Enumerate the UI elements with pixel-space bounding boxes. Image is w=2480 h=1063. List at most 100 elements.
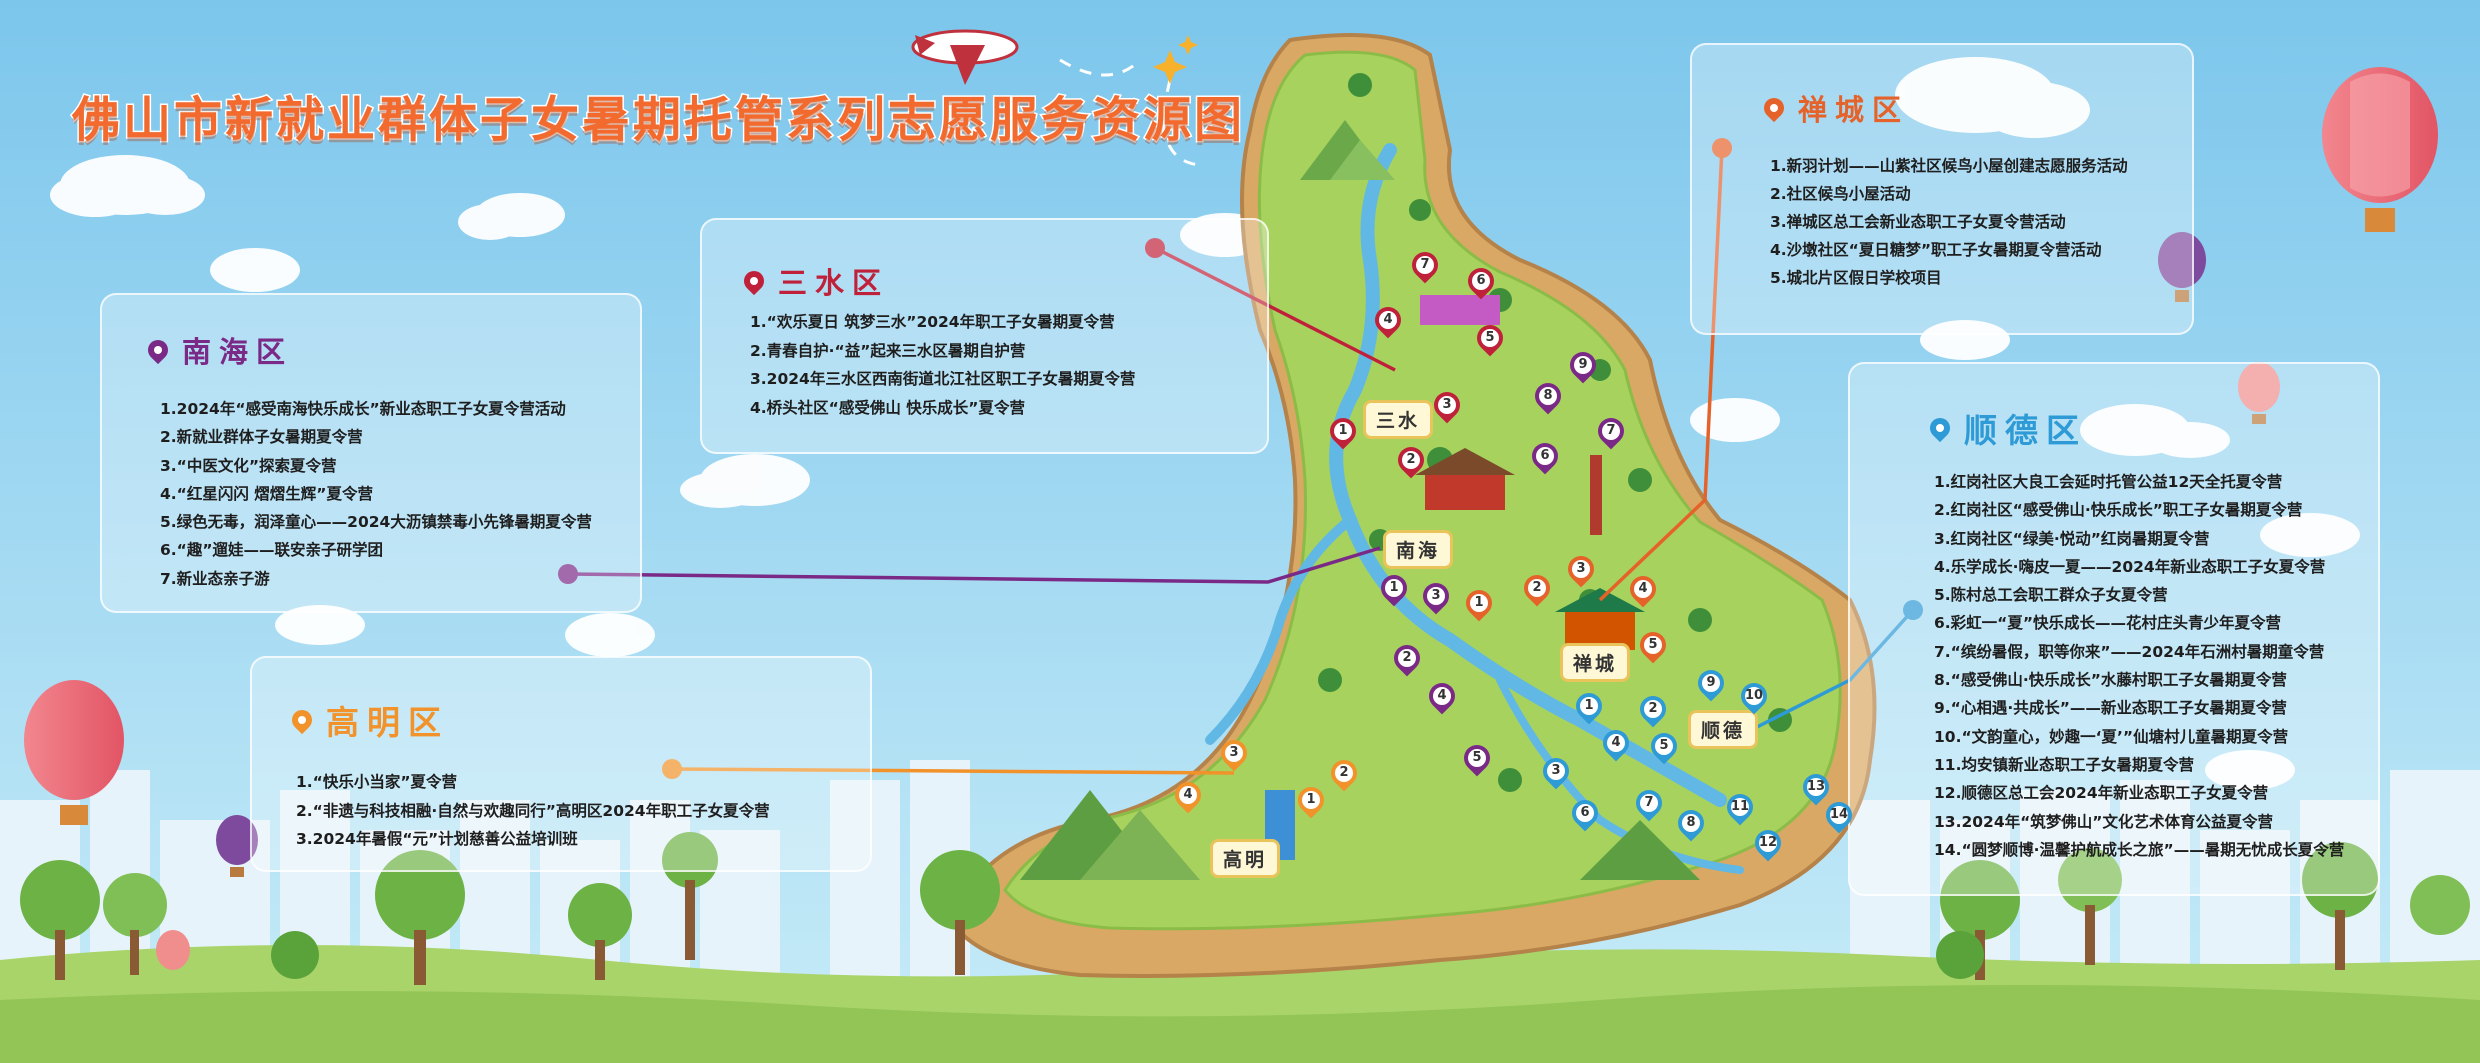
- list-item: 6.“趣”遛娃——联安亲子研学团: [160, 541, 384, 560]
- district-label-sanshui: 三水: [1363, 400, 1434, 439]
- list-item: 4.乐学成长·嗨皮一夏——2024年新业态职工子女夏令营: [1934, 557, 2326, 576]
- location-pin-icon: [287, 705, 317, 735]
- map-marker-nanhai-9[interactable]: 9: [1564, 346, 1602, 384]
- connector-lines: [567, 147, 1915, 775]
- connector-dots: [558, 138, 1923, 779]
- district-label-gaoming: 高明: [1210, 839, 1281, 878]
- map-marker-nanhai-1[interactable]: 1: [1375, 569, 1413, 607]
- list-item: 2.青春自护·“益”起来三水区暑期自护营: [750, 341, 1026, 360]
- map-marker-shunde-4[interactable]: 4: [1597, 724, 1635, 762]
- location-pin-icon: [1759, 93, 1789, 123]
- location-pin-icon: [143, 335, 173, 365]
- clouds: [50, 57, 2360, 790]
- map-marker-nanhai-2[interactable]: 2: [1388, 639, 1426, 677]
- list-item: 7.“缤纷暑假，职等你来”——2024年石洲村暑期童令营: [1934, 642, 2325, 661]
- map-marker-chancheng-4[interactable]: 4: [1624, 570, 1662, 608]
- list-item: 11.均安镇新业态职工子女暑期夏令营: [1934, 755, 2194, 774]
- panel-heading-shunde: 顺德区: [1925, 404, 2087, 452]
- list-item: 4.沙墩社区“夏日糖梦”职工子女暑期夏令营活动: [1770, 241, 2102, 259]
- district-label-shunde: 顺德: [1688, 710, 1759, 749]
- map-marker-shunde-10[interactable]: 10: [1735, 677, 1773, 715]
- list-item: 2.红岗社区“感受佛山·快乐成长”职工子女暑期夏令营: [1934, 501, 2303, 520]
- map-marker-sanshui-1[interactable]: 1: [1324, 412, 1362, 450]
- map-marker-nanhai-6[interactable]: 6: [1526, 437, 1564, 475]
- list-item: 3.2024年三水区西南街道北江社区职工子女暑期夏令营: [750, 370, 1136, 388]
- map-marker-shunde-2[interactable]: 2: [1634, 690, 1672, 728]
- list-item: 14.“圆梦顺博·温馨护航成长之旅”——暑期无忧成长夏令营: [1934, 840, 2345, 859]
- map-marker-nanhai-4[interactable]: 4: [1423, 677, 1461, 715]
- map-marker-chancheng-1[interactable]: 1: [1460, 584, 1498, 622]
- panel-nanhai: 南海区 1.2024年“感受南海快乐成长”新业态职工子女夏令营活动 2.新就业群…: [100, 293, 642, 613]
- panel-heading-text: 南海区: [182, 335, 294, 369]
- location-pin-icon: [739, 266, 769, 296]
- map-marker-sanshui-3[interactable]: 3: [1428, 386, 1466, 424]
- map-marker-chancheng-3[interactable]: 3: [1562, 550, 1600, 588]
- panel-items-chancheng: 1.新羽计划——山紫社区候鸟小屋创建志愿服务活动 2.社区候鸟小屋活动 3.禅城…: [1770, 152, 2128, 292]
- map-marker-chancheng-5[interactable]: 5: [1634, 626, 1672, 664]
- list-item: 2.社区候鸟小屋活动: [1770, 185, 1911, 203]
- list-item: 7.新业态亲子游: [160, 569, 270, 588]
- list-item: 2.“非遗与科技相融·自然与欢趣同行”高明区2024年职工子女夏令营: [296, 801, 770, 820]
- map-marker-sanshui-2[interactable]: 2: [1392, 441, 1430, 479]
- list-item: 1.2024年“感受南海快乐成长”新业态职工子女夏令营活动: [160, 400, 566, 418]
- list-item: 4.“红星闪闪 熠熠生辉”夏令营: [160, 484, 373, 503]
- panel-heading-sanshui: 三水区: [739, 260, 890, 302]
- map-marker-gaoming-1[interactable]: 1: [1292, 781, 1330, 819]
- panel-chancheng: 禅城区 1.新羽计划——山紫社区候鸟小屋创建志愿服务活动 2.社区候鸟小屋活动 …: [1690, 43, 2194, 335]
- map-marker-shunde-6[interactable]: 6: [1566, 794, 1604, 832]
- panel-heading-text: 高明区: [326, 703, 449, 742]
- panel-heading-text: 三水区: [778, 266, 890, 300]
- list-item: 3.禅城区总工会新业态职工子女夏令营活动: [1770, 213, 2066, 231]
- map-marker-sanshui-7[interactable]: 7: [1406, 246, 1444, 284]
- map-marker-nanhai-3[interactable]: 3: [1417, 577, 1455, 615]
- list-item: 3.“中医文化”探索夏令营: [160, 456, 337, 475]
- list-item: 13.2024年“筑梦佛山”文化艺术体育公益夏令营: [1934, 812, 2273, 831]
- map-marker-shunde-7[interactable]: 7: [1630, 784, 1668, 822]
- map-marker-chancheng-2[interactable]: 2: [1518, 569, 1556, 607]
- list-item: 2.新就业群体子女暑期夏令营: [160, 428, 363, 447]
- map-marker-shunde-11[interactable]: 11: [1721, 788, 1759, 826]
- list-item: 3.红岗社区“绿美·悦动”红岗暑期夏令营: [1934, 529, 2210, 548]
- map-marker-shunde-3[interactable]: 3: [1537, 752, 1575, 790]
- panel-gaoming: 高明区 1.“快乐小当家”夏令营 2.“非遗与科技相融·自然与欢趣同行”高明区2…: [250, 656, 872, 872]
- list-item: 1.“欢乐夏日 筑梦三水”2024年职工子女暑期夏令营: [750, 313, 1115, 331]
- panel-heading-nanhai: 南海区: [143, 329, 294, 371]
- map-marker-gaoming-2[interactable]: 2: [1325, 754, 1363, 792]
- map-marker-shunde-9[interactable]: 9: [1692, 664, 1730, 702]
- list-item: 3.2024年暑假“元”计划慈善公益培训班: [296, 830, 578, 848]
- map-marker-gaoming-4[interactable]: 4: [1169, 776, 1207, 814]
- panel-items-nanhai: 1.2024年“感受南海快乐成长”新业态职工子女夏令营活动 2.新就业群体子女暑…: [160, 395, 592, 593]
- balloon-small-right: [2238, 362, 2280, 424]
- balloon-small-left: [156, 930, 190, 970]
- map-marker-gaoming-3[interactable]: 3: [1215, 734, 1253, 772]
- list-item: 1.红岗社区大良工会延时托管公益12天全托夏令营: [1934, 473, 2283, 491]
- foreground-trees: [20, 832, 2470, 985]
- district-label-chancheng: 禅城: [1560, 643, 1631, 682]
- map-marker-sanshui-4[interactable]: 4: [1369, 301, 1407, 339]
- mountains: [1020, 120, 1700, 880]
- map-marker-sanshui-6[interactable]: 6: [1462, 262, 1500, 300]
- map-marker-shunde-12[interactable]: 12: [1749, 824, 1787, 862]
- list-item: 4.桥头社区“感受佛山 快乐成长”夏令营: [750, 398, 1025, 417]
- map-marker-nanhai-5[interactable]: 5: [1458, 739, 1496, 777]
- map-marker-shunde-5[interactable]: 5: [1645, 727, 1683, 765]
- panel-heading-text: 禅城区: [1798, 93, 1910, 127]
- map-marker-shunde-8[interactable]: 8: [1672, 804, 1710, 842]
- balloon-large-left: [24, 680, 124, 825]
- map-marker-shunde-1[interactable]: 1: [1570, 687, 1608, 725]
- balloon-purple-right: [2158, 232, 2206, 302]
- map-marker-nanhai-8[interactable]: 8: [1529, 377, 1567, 415]
- list-item: 5.城北片区假日学校项目: [1770, 269, 1942, 287]
- panel-sanshui: 三水区 1.“欢乐夏日 筑梦三水”2024年职工子女暑期夏令营 2.青春自护·“…: [700, 218, 1269, 454]
- map-marker-nanhai-7[interactable]: 7: [1592, 412, 1630, 450]
- panel-heading-gaoming: 高明区: [287, 696, 449, 744]
- panel-items-shunde: 1.红岗社区大良工会延时托管公益12天全托夏令营 2.红岗社区“感受佛山·快乐成…: [1934, 468, 2344, 864]
- location-pin-icon: [1925, 413, 1955, 443]
- map-marker-shunde-13[interactable]: 13: [1797, 768, 1835, 806]
- list-item: 6.彩虹一“夏”快乐成长——花村庄头青少年夏令营: [1934, 614, 2282, 633]
- map-marker-sanshui-5[interactable]: 5: [1471, 319, 1509, 357]
- map-marker-shunde-14[interactable]: 14: [1820, 796, 1858, 834]
- district-label-nanhai: 南海: [1383, 530, 1454, 569]
- list-item: 1.“快乐小当家”夏令营: [296, 773, 458, 791]
